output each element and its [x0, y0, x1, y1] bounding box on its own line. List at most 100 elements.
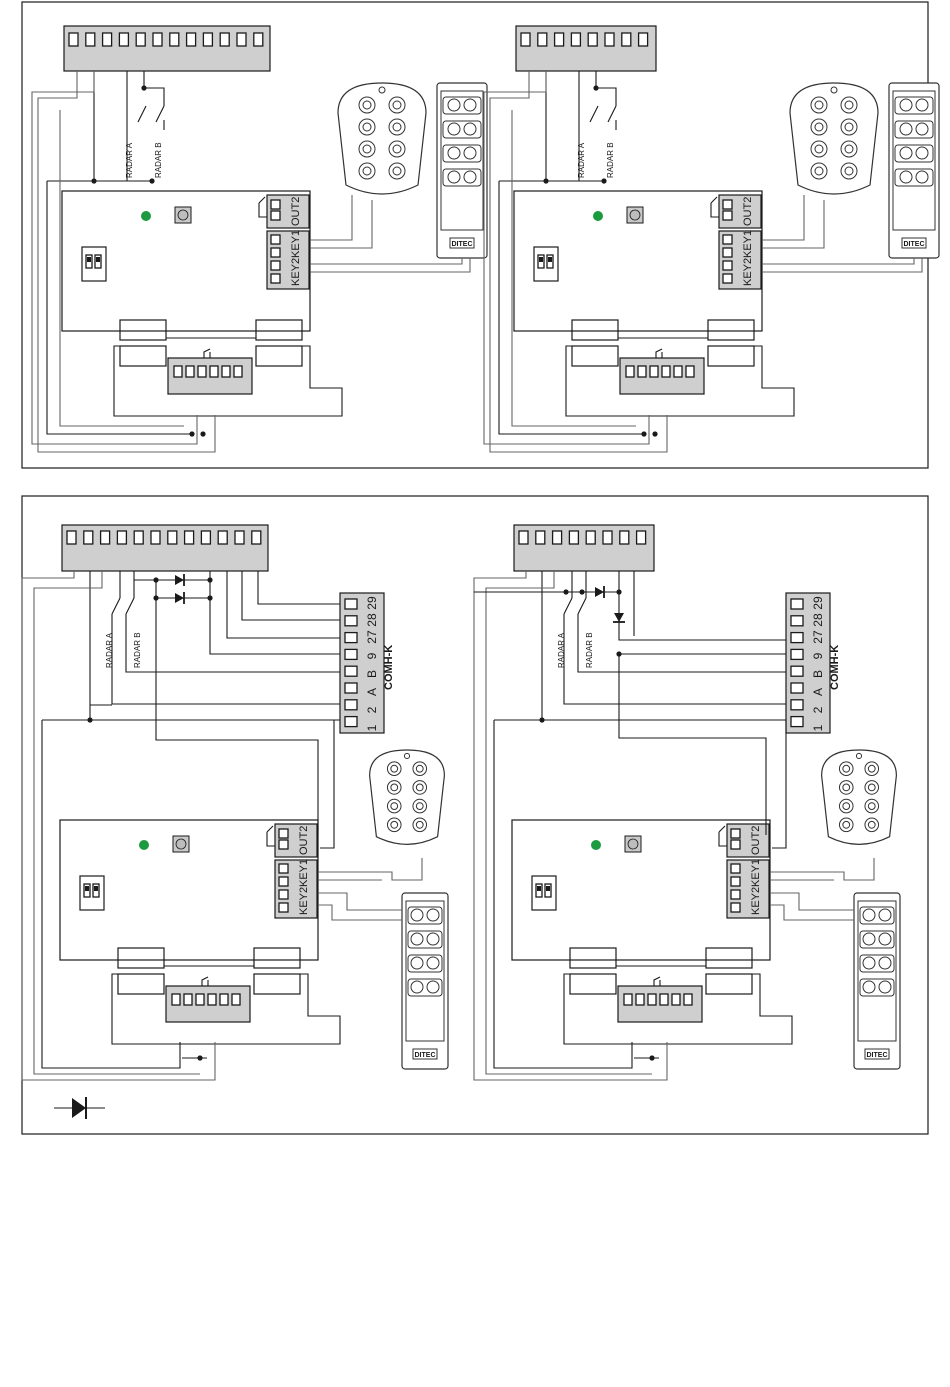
connector-box — [570, 974, 616, 994]
connector-box — [118, 974, 164, 994]
junction-dot — [601, 178, 606, 183]
key-terminal — [731, 903, 740, 912]
radar-b-label: RADAR B — [154, 142, 163, 178]
slim-remote-button — [900, 123, 912, 135]
out2-terminal — [723, 200, 732, 209]
remote-key-inner — [815, 123, 823, 131]
comh-k-title: COMH-K — [829, 645, 841, 690]
junction-dot — [149, 178, 154, 183]
key1-label: KEY1 — [750, 859, 762, 887]
radar-b-label: RADAR B — [606, 142, 615, 178]
oval-keypad-remote-icon — [822, 750, 897, 844]
diode-symbol-icon — [72, 1098, 86, 1118]
junction-dot — [593, 85, 598, 90]
comh-k-title: COMH-K — [383, 645, 395, 690]
comh-k-terminal-label: 9 — [811, 652, 825, 659]
key-terminal — [731, 890, 740, 899]
wire — [499, 181, 644, 434]
comh-k-terminal — [791, 700, 803, 710]
slim-remote-button — [879, 957, 891, 969]
junction-dot — [652, 431, 657, 436]
main-terminal — [538, 33, 547, 46]
key-terminal — [279, 864, 288, 873]
radar-b-label: RADAR B — [133, 632, 142, 668]
slim-remote-button — [427, 933, 439, 945]
out2-terminal — [731, 840, 740, 849]
dip-switch-knob — [546, 886, 550, 891]
main-terminal — [586, 531, 595, 544]
wire — [762, 258, 914, 264]
dip-switch-knob — [87, 257, 91, 262]
connector-box — [706, 948, 752, 968]
dip-switch-knob — [85, 886, 89, 891]
lower-terminal — [662, 366, 670, 377]
slim-remote-button — [916, 171, 928, 183]
slim-remote-button — [916, 147, 928, 159]
radar-a-label: RADAR A — [125, 142, 134, 178]
lower-terminal — [650, 366, 658, 377]
slim-remote-button — [448, 99, 460, 111]
wire — [210, 571, 340, 654]
comh-k-terminal-label: 1 — [365, 724, 379, 731]
key2-label: KEY2 — [298, 887, 310, 915]
key1-label: KEY1 — [298, 859, 310, 887]
connector-box — [256, 346, 302, 366]
out2-terminal — [279, 840, 288, 849]
wire — [512, 110, 636, 426]
lower-terminal — [638, 366, 646, 377]
key-terminal — [271, 261, 280, 270]
wire — [619, 654, 766, 835]
main-terminal — [521, 33, 530, 46]
main-terminal — [218, 531, 227, 544]
wire — [310, 258, 470, 272]
comh-k-terminal — [791, 683, 803, 693]
remote-key-inner — [843, 784, 850, 791]
out2-label: OUT2 — [298, 826, 310, 855]
remote-ring — [404, 753, 409, 758]
comh-k-terminal-label: A — [365, 688, 379, 696]
remote-key-inner — [391, 821, 398, 828]
remote-key-inner — [815, 167, 823, 175]
remote-key-inner — [843, 803, 850, 810]
main-terminal — [553, 531, 562, 544]
comh-k-terminal-label: 28 — [365, 613, 379, 627]
slim-remote-button — [916, 99, 928, 111]
out2-terminal — [723, 211, 732, 220]
remote-key-inner — [815, 145, 823, 153]
connector-box — [706, 974, 752, 994]
junction-dot — [91, 178, 96, 183]
reset-button-cap — [630, 210, 640, 220]
remote-key-inner — [868, 821, 875, 828]
comh-k-terminal-label: A — [811, 688, 825, 696]
lower-terminal — [626, 366, 634, 377]
key2-label: KEY2 — [750, 887, 762, 915]
main-terminal — [136, 33, 145, 46]
key-terminal — [279, 890, 288, 899]
reset-button-cap — [628, 839, 638, 849]
radar-contact — [126, 598, 134, 614]
wire — [772, 720, 786, 848]
main-terminal — [103, 33, 112, 46]
wire — [770, 858, 874, 880]
dip-switch-knob — [548, 257, 552, 262]
key-terminal — [723, 261, 732, 270]
slim-remote-button — [863, 909, 875, 921]
ditec-logo-text: DITEC — [904, 241, 925, 248]
main-terminal — [588, 33, 597, 46]
key-terminal — [279, 877, 288, 886]
slim-remote-button — [464, 171, 476, 183]
comh-k-terminal-label: 27 — [365, 630, 379, 644]
key1-label: KEY1 — [742, 230, 754, 258]
diode-symbol-icon — [175, 575, 184, 585]
comh-k-terminal-label: B — [365, 670, 379, 678]
remote-key-inner — [845, 101, 853, 109]
main-terminal — [254, 33, 263, 46]
dip-switch-knob — [539, 257, 543, 262]
radar-contact — [156, 106, 164, 122]
remote-key-inner — [363, 145, 371, 153]
remote-key-inner — [845, 145, 853, 153]
slim-remote-button — [427, 909, 439, 921]
main-terminal — [185, 531, 194, 544]
lower-terminal — [186, 366, 194, 377]
diagram-bottom-left: 12AB9272829COMH-KOUT2KEY1KEY2RADAR ARADA… — [22, 525, 448, 1080]
